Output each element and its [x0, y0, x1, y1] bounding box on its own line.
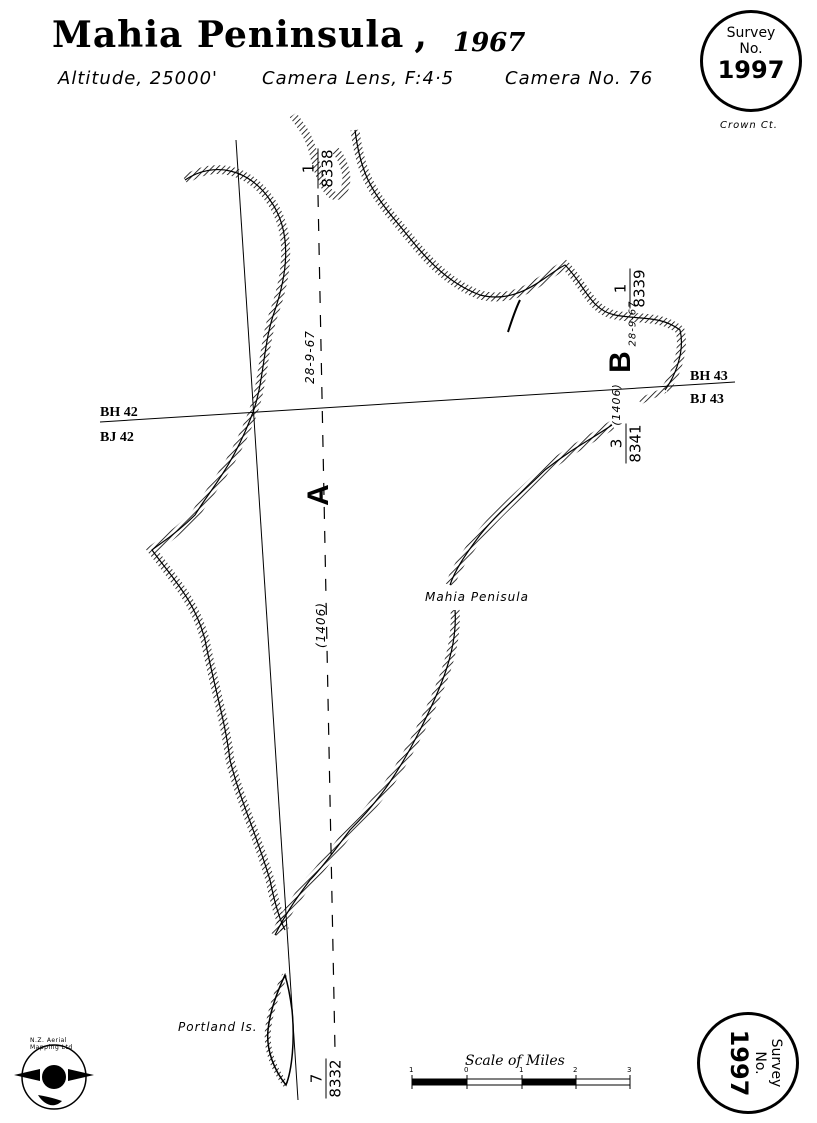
- run-a-letter: A: [301, 484, 335, 506]
- survey-badge-bottom-line1: Survey: [768, 1038, 784, 1088]
- run-a-end-num: 7: [307, 1073, 326, 1084]
- survey-badge-bottom: Survey No. 1997: [697, 1012, 799, 1114]
- run-b-start-frame: 8339: [629, 268, 649, 309]
- run-b-end-frame: 8341: [625, 423, 645, 464]
- spit-hatch: [507, 299, 521, 333]
- grid-label-bh42: BH 42: [100, 405, 138, 420]
- run-b-height: (1406): [609, 383, 623, 426]
- peninsula-label: Mahia Penisula: [425, 590, 529, 604]
- grid-label-bh43: BH 43: [690, 369, 728, 384]
- camera-number-label: Camera No. 76: [505, 68, 654, 89]
- run-a-end-label: 7 8332: [307, 1058, 345, 1099]
- crown-copyright: Crown Ct.: [720, 120, 778, 131]
- map-title-text: Mahia Peninsula: [52, 14, 405, 56]
- scale-caption: Scale of Miles: [465, 1053, 565, 1069]
- run-b-letter: B: [603, 351, 637, 373]
- run-a-end-frame: 8332: [325, 1058, 345, 1099]
- coastline-northtip: [289, 112, 351, 200]
- map-year: 1967: [453, 28, 526, 58]
- run-a-height: (1406): [313, 602, 328, 648]
- coastline-west-edge: [151, 169, 287, 931]
- altitude-label: Altitude, 25000': [58, 68, 218, 89]
- coastline-east-edge: [274, 424, 613, 936]
- grid-label-bj42: BJ 42: [100, 430, 134, 445]
- run-b-start-num: 1: [611, 283, 630, 294]
- run-b-end-label: 3 8341: [607, 423, 645, 464]
- coastline-north-edge: [354, 129, 682, 391]
- run-a-start-label: 1 8338: [299, 148, 337, 189]
- run-a-start-num: 1: [299, 163, 318, 174]
- scale-tick-label-one: 1: [519, 1066, 524, 1074]
- cape-hatch: [638, 387, 667, 405]
- coastline-west: [145, 165, 291, 933]
- portland-label: Portland Is.: [178, 1020, 258, 1034]
- map-title: Mahia Peninsula,: [52, 14, 428, 56]
- run-a-date: 28-9-67: [302, 330, 317, 384]
- survey-badge-bottom-number: 1997: [725, 1029, 753, 1097]
- logo-text: N.Z. Aerial Mapping Ltd: [30, 1037, 73, 1051]
- scale-bar: [411, 1075, 631, 1089]
- run-a-start-frame: 8338: [317, 148, 337, 189]
- survey-badge-bottom-line2: No.: [752, 1051, 768, 1075]
- grid-label-bj43: BJ 43: [690, 392, 724, 407]
- title-separator: ,: [414, 14, 428, 56]
- scale-tick-label-left: 1: [409, 1066, 414, 1074]
- grid-line-horizontal: [99, 381, 736, 423]
- logo-emblem-icon: [14, 1044, 94, 1110]
- scale-tick-label-zero: 0: [464, 1066, 469, 1074]
- survey-badge-top-line1: Survey: [726, 25, 776, 41]
- portland-island-hatch: [264, 973, 289, 1087]
- run-b-start-label: 1 8339: [611, 268, 649, 309]
- survey-badge-top: Survey No. 1997: [700, 10, 802, 112]
- scale-tick-label-two: 2: [573, 1066, 578, 1074]
- company-logo: N.Z. Aerial Mapping Ltd: [10, 1035, 98, 1115]
- survey-badge-top-line2: No.: [739, 41, 763, 57]
- grid-line-vertical: [235, 139, 299, 1101]
- camera-lens-label: Camera Lens, F:4·5: [262, 68, 455, 89]
- coastline: [145, 112, 686, 938]
- run-b-end-num: 3: [607, 438, 626, 449]
- survey-badge-top-number: 1997: [717, 56, 785, 84]
- scale-tick-label-three: 3: [627, 1066, 632, 1074]
